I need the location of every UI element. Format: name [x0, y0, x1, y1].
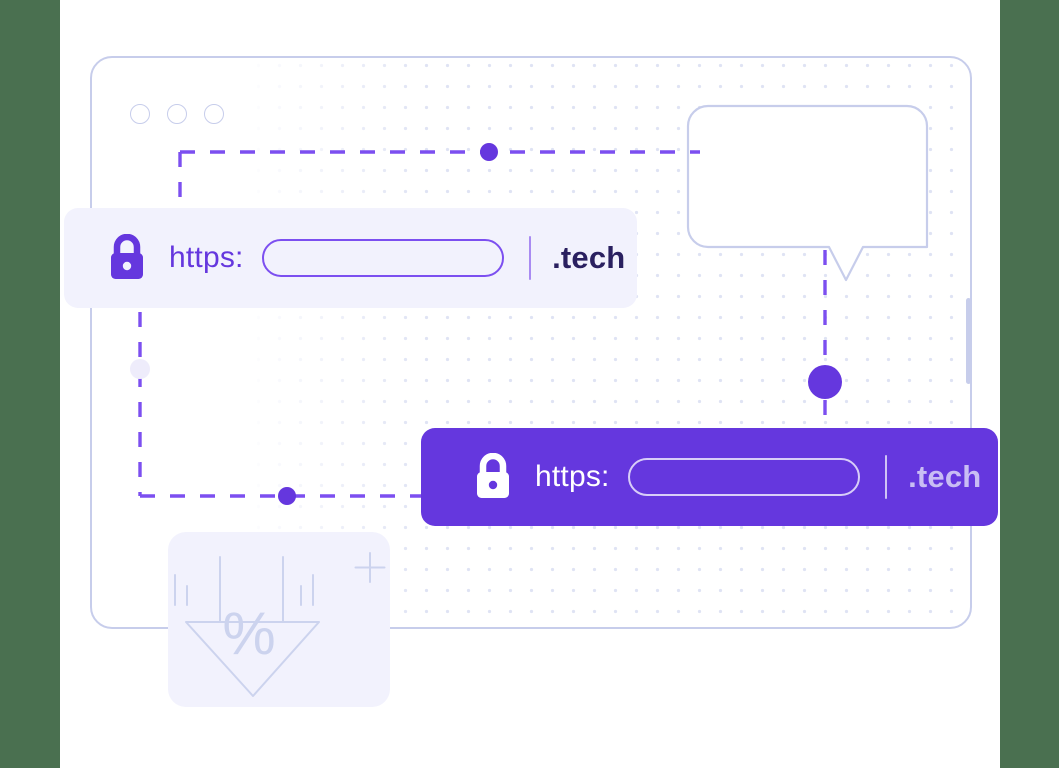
percent-symbol: %: [222, 600, 275, 667]
lock-icon: [111, 234, 143, 279]
tld-label: .tech: [908, 459, 982, 494]
discount-download-card: %: [168, 532, 390, 707]
scheme-label: https:: [169, 241, 244, 274]
window-minimize-dot[interactable]: [167, 104, 187, 124]
address-bar-purple: https: .tech: [421, 428, 998, 526]
scheme-label: https:: [535, 460, 610, 493]
window-close-dot[interactable]: [130, 104, 150, 124]
address-bar-divider: [884, 455, 888, 499]
address-bar-divider: [528, 236, 532, 280]
window-maximize-dot[interactable]: [204, 104, 224, 124]
vertical-scrollbar-thumb[interactable]: [966, 298, 970, 384]
speech-bubble-icon: [686, 104, 929, 282]
lock-icon: [477, 453, 509, 498]
speech-bubble-outline: [686, 104, 929, 294]
page-gutter-left: [0, 0, 60, 768]
address-bar-light: https: .tech: [64, 208, 637, 308]
download-percent-icon: %: [174, 552, 386, 697]
window-traffic-lights: [130, 104, 224, 124]
url-input[interactable]: [627, 458, 860, 496]
page-gutter-right: [1000, 0, 1059, 768]
url-input[interactable]: [261, 239, 504, 277]
tld-label: .tech: [552, 240, 626, 275]
